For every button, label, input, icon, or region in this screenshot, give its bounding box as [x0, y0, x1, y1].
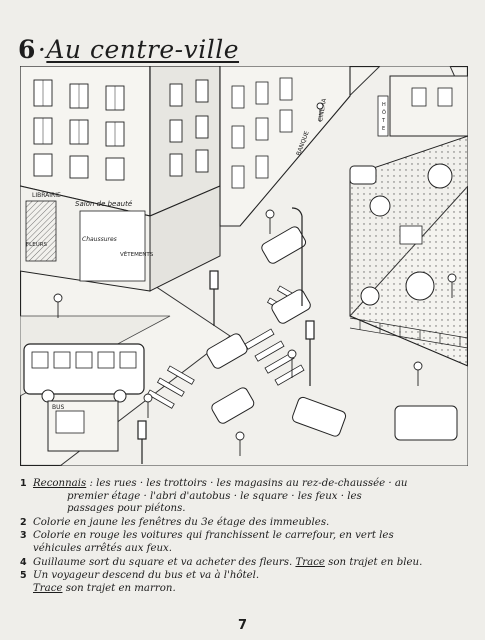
page-title: 6·Au centre-ville: [18, 30, 478, 70]
hotel-building: H Ô T E: [377, 75, 468, 137]
instruction-number: 2: [20, 516, 27, 528]
corner-building: LIBRAIRIE Salon de beauté Chaussures VÊT…: [20, 66, 221, 292]
title-separator: ·: [37, 35, 47, 64]
pedestrians: [53, 102, 457, 456]
instruction-item: 5 Un voyageur descend du bus et va à l'h…: [20, 570, 470, 595]
instruction-text: Colorie en rouge les voitures qui franch…: [33, 530, 394, 542]
instruction-number: 5: [20, 570, 27, 582]
instruction-text: : les rues · les trottoirs · les magasin…: [86, 478, 408, 489]
instruction-text: son trajet en marron.: [62, 582, 176, 594]
instruction-list: 1 Reconnais : les rues · les trottoirs ·…: [20, 478, 470, 596]
svg-text:T: T: [381, 118, 386, 124]
instruction-number: 3: [20, 530, 27, 542]
svg-text:BUS: BUS: [52, 404, 65, 411]
instruction-text: Guillaume sort du square et va acheter d…: [33, 556, 296, 568]
cars: [206, 165, 458, 441]
bus-shelter: BUS: [47, 400, 119, 452]
svg-text:VÊTEMENTS: VÊTEMENTS: [120, 250, 154, 258]
exercise-title: Au centre-ville: [46, 35, 240, 64]
instruction-item: 4 Guillaume sort du square et va acheter…: [20, 557, 470, 570]
instruction-text: Colorie en jaune les fenêtres du 3e étag…: [33, 516, 330, 528]
instruction-text: son trajet en bleu.: [324, 556, 423, 568]
instruction-keyword: Reconnais: [33, 478, 87, 489]
instruction-text: Un voyageur descend du bus et va à l'hôt…: [33, 570, 260, 582]
instruction-keyword: Trace: [33, 582, 63, 594]
svg-text:Ô: Ô: [382, 109, 386, 116]
instruction-item: 3 Colorie en rouge les voitures qui fran…: [20, 530, 470, 555]
instruction-keyword: Trace: [295, 556, 325, 568]
page-number: 7: [237, 618, 248, 633]
svg-text:Chaussures: Chaussures: [82, 236, 117, 243]
instruction-item: 2 Colorie en jaune les fenêtres du 3e ét…: [20, 517, 470, 530]
instruction-item: 1 Reconnais : les rues · les trottoirs ·…: [20, 478, 470, 516]
instruction-text: premier étage · l'abri d'autobus · le sq…: [67, 490, 362, 502]
instruction-text: véhicules arrêtés aux feux.: [33, 542, 173, 554]
instruction-number: 4: [20, 556, 27, 568]
svg-text:E: E: [382, 126, 385, 132]
traffic-lights: [137, 207, 315, 464]
exercise-number: 6: [18, 35, 36, 64]
instruction-number: 1: [20, 478, 27, 489]
city-center-illustration: LIBRAIRIE Salon de beauté Chaussures VÊT…: [20, 66, 468, 466]
svg-text:Salon de beauté: Salon de beauté: [75, 200, 133, 208]
instruction-text: passages pour piétons.: [67, 503, 186, 515]
public-square: [349, 135, 468, 367]
svg-text:LIBRAIRIE: LIBRAIRIE: [32, 192, 61, 199]
bus: [23, 343, 145, 403]
svg-text:FLEURS: FLEURS: [26, 242, 48, 248]
svg-text:H: H: [382, 102, 386, 108]
